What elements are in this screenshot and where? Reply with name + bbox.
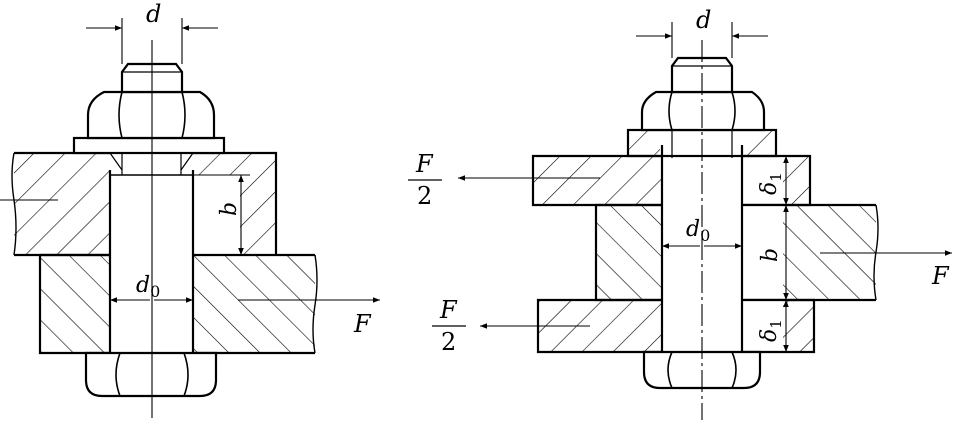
- left-label-b: b: [217, 202, 242, 216]
- left-joint: [0, 18, 380, 418]
- left-bolt-shank: [108, 152, 195, 353]
- right-label-delta1-bottom: δ1: [757, 319, 785, 342]
- left-label-d0: d0: [136, 273, 160, 301]
- left-washer: [72, 136, 226, 155]
- left-nut: [86, 90, 216, 140]
- right-dim-stack: [742, 155, 796, 353]
- right-nut: [640, 90, 766, 132]
- right-label-d: d: [696, 6, 711, 34]
- left-label-d: d: [146, 0, 161, 28]
- right-label-half-bottom-den: 2: [441, 328, 456, 356]
- left-dim-b: [193, 174, 250, 255]
- left-label-F: F: [353, 310, 372, 338]
- right-label-delta1-top: δ1: [757, 172, 785, 195]
- right-label-F: F: [931, 262, 950, 290]
- right-joint: [408, 22, 952, 420]
- left-bolt-head: [84, 351, 218, 398]
- left-dim-d: [86, 18, 218, 64]
- right-label-d0: d0: [686, 217, 710, 245]
- right-bottom-plate: [536, 298, 816, 354]
- right-dim-d: [636, 22, 768, 58]
- left-lower-plate: [38, 253, 318, 355]
- right-label-half-top-den: 2: [417, 182, 432, 210]
- left-upper-plate: [11, 151, 278, 257]
- right-label-half-bottom-num: F: [439, 296, 458, 324]
- right-label-half-top-num: F: [415, 150, 434, 178]
- right-label-b: b: [758, 248, 783, 262]
- right-top-plate: [531, 154, 812, 207]
